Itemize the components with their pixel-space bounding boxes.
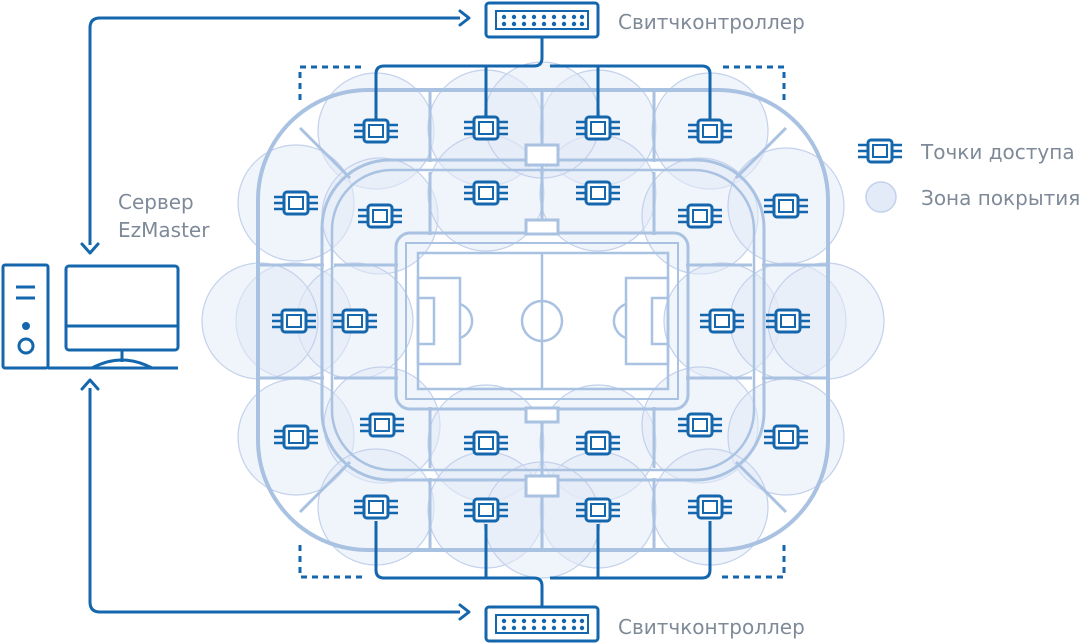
legend: Точки доступа Зона покрытия [856, 138, 1080, 213]
server-label-line1: Сервер [118, 190, 194, 214]
server-label-line2: EzMaster [118, 218, 210, 242]
switch-controller-icon [484, 1, 600, 39]
network-cables [88, 16, 712, 614]
legend-coverage-zone: Зона покрытия [921, 186, 1080, 210]
extension-brackets [298, 65, 786, 579]
switch-controller-top[interactable]: Свитчконтроллер [484, 1, 805, 39]
coverage-zone-icon [865, 181, 897, 213]
switch-label-top: Свитчконтроллер [618, 10, 805, 34]
stadium-structure [256, 88, 830, 552]
switch-label-bottom: Свитчконтроллер [618, 615, 805, 639]
server-ezmaster[interactable]: Сервер EzMaster [1, 190, 210, 370]
legend-access-points: Точки доступа [920, 140, 1075, 164]
switch-controller-icon [484, 605, 600, 643]
access-point-icon [856, 138, 904, 164]
switch-controller-bottom[interactable]: Свитчконтроллер [484, 605, 805, 643]
server-computer-icon [1, 263, 180, 370]
arrow-heads [80, 9, 471, 621]
